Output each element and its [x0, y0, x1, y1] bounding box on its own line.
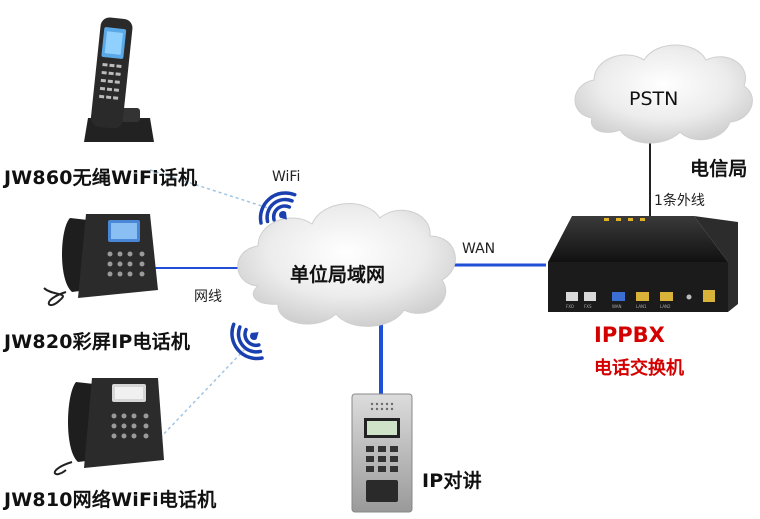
desk-phone-icon — [53, 378, 164, 476]
pstn-cloud-label: PSTN — [629, 88, 679, 110]
desk-phone-icon — [43, 214, 158, 306]
port-label: LAN1 — [636, 304, 647, 309]
wifi-icon — [230, 322, 264, 361]
wan-label: WAN — [462, 241, 496, 257]
cordless-phone-icon — [84, 17, 154, 142]
port-label: LAN2 — [660, 304, 671, 309]
wifi-label: WiFi — [272, 169, 301, 185]
wifi-link-jw860 — [149, 169, 269, 209]
port-label: FXO — [566, 304, 574, 309]
jw860-label: JW860无绳WiFi话机 — [4, 167, 198, 189]
outside-line-label: 1条外线 — [654, 193, 705, 209]
pstn-cloud — [574, 44, 753, 144]
lan-cable-label: 网线 — [194, 289, 222, 305]
port-label: WAN — [612, 304, 621, 309]
intercom-label: IP对讲 — [422, 470, 482, 492]
telecom-office-label: 电信局 — [690, 158, 748, 180]
ippbx-subtitle: 电话交换机 — [594, 358, 684, 379]
wifi-icon — [258, 191, 297, 225]
wifi-link-jw810 — [159, 349, 245, 439]
lan-cloud — [237, 203, 456, 327]
ippbx-device-icon: FXO FXS WAN LAN1 LAN2 — [548, 216, 738, 312]
port-label: FXS — [584, 304, 592, 309]
jw820-label: JW820彩屏IP电话机 — [4, 331, 191, 353]
intercom-panel-icon — [351, 393, 413, 513]
connection-lines — [149, 138, 651, 439]
lan-cloud-label: 单位局域网 — [290, 264, 386, 286]
jw810-label: JW810网络WiFi电话机 — [4, 489, 217, 511]
ippbx-title: IPPBX — [594, 323, 665, 347]
